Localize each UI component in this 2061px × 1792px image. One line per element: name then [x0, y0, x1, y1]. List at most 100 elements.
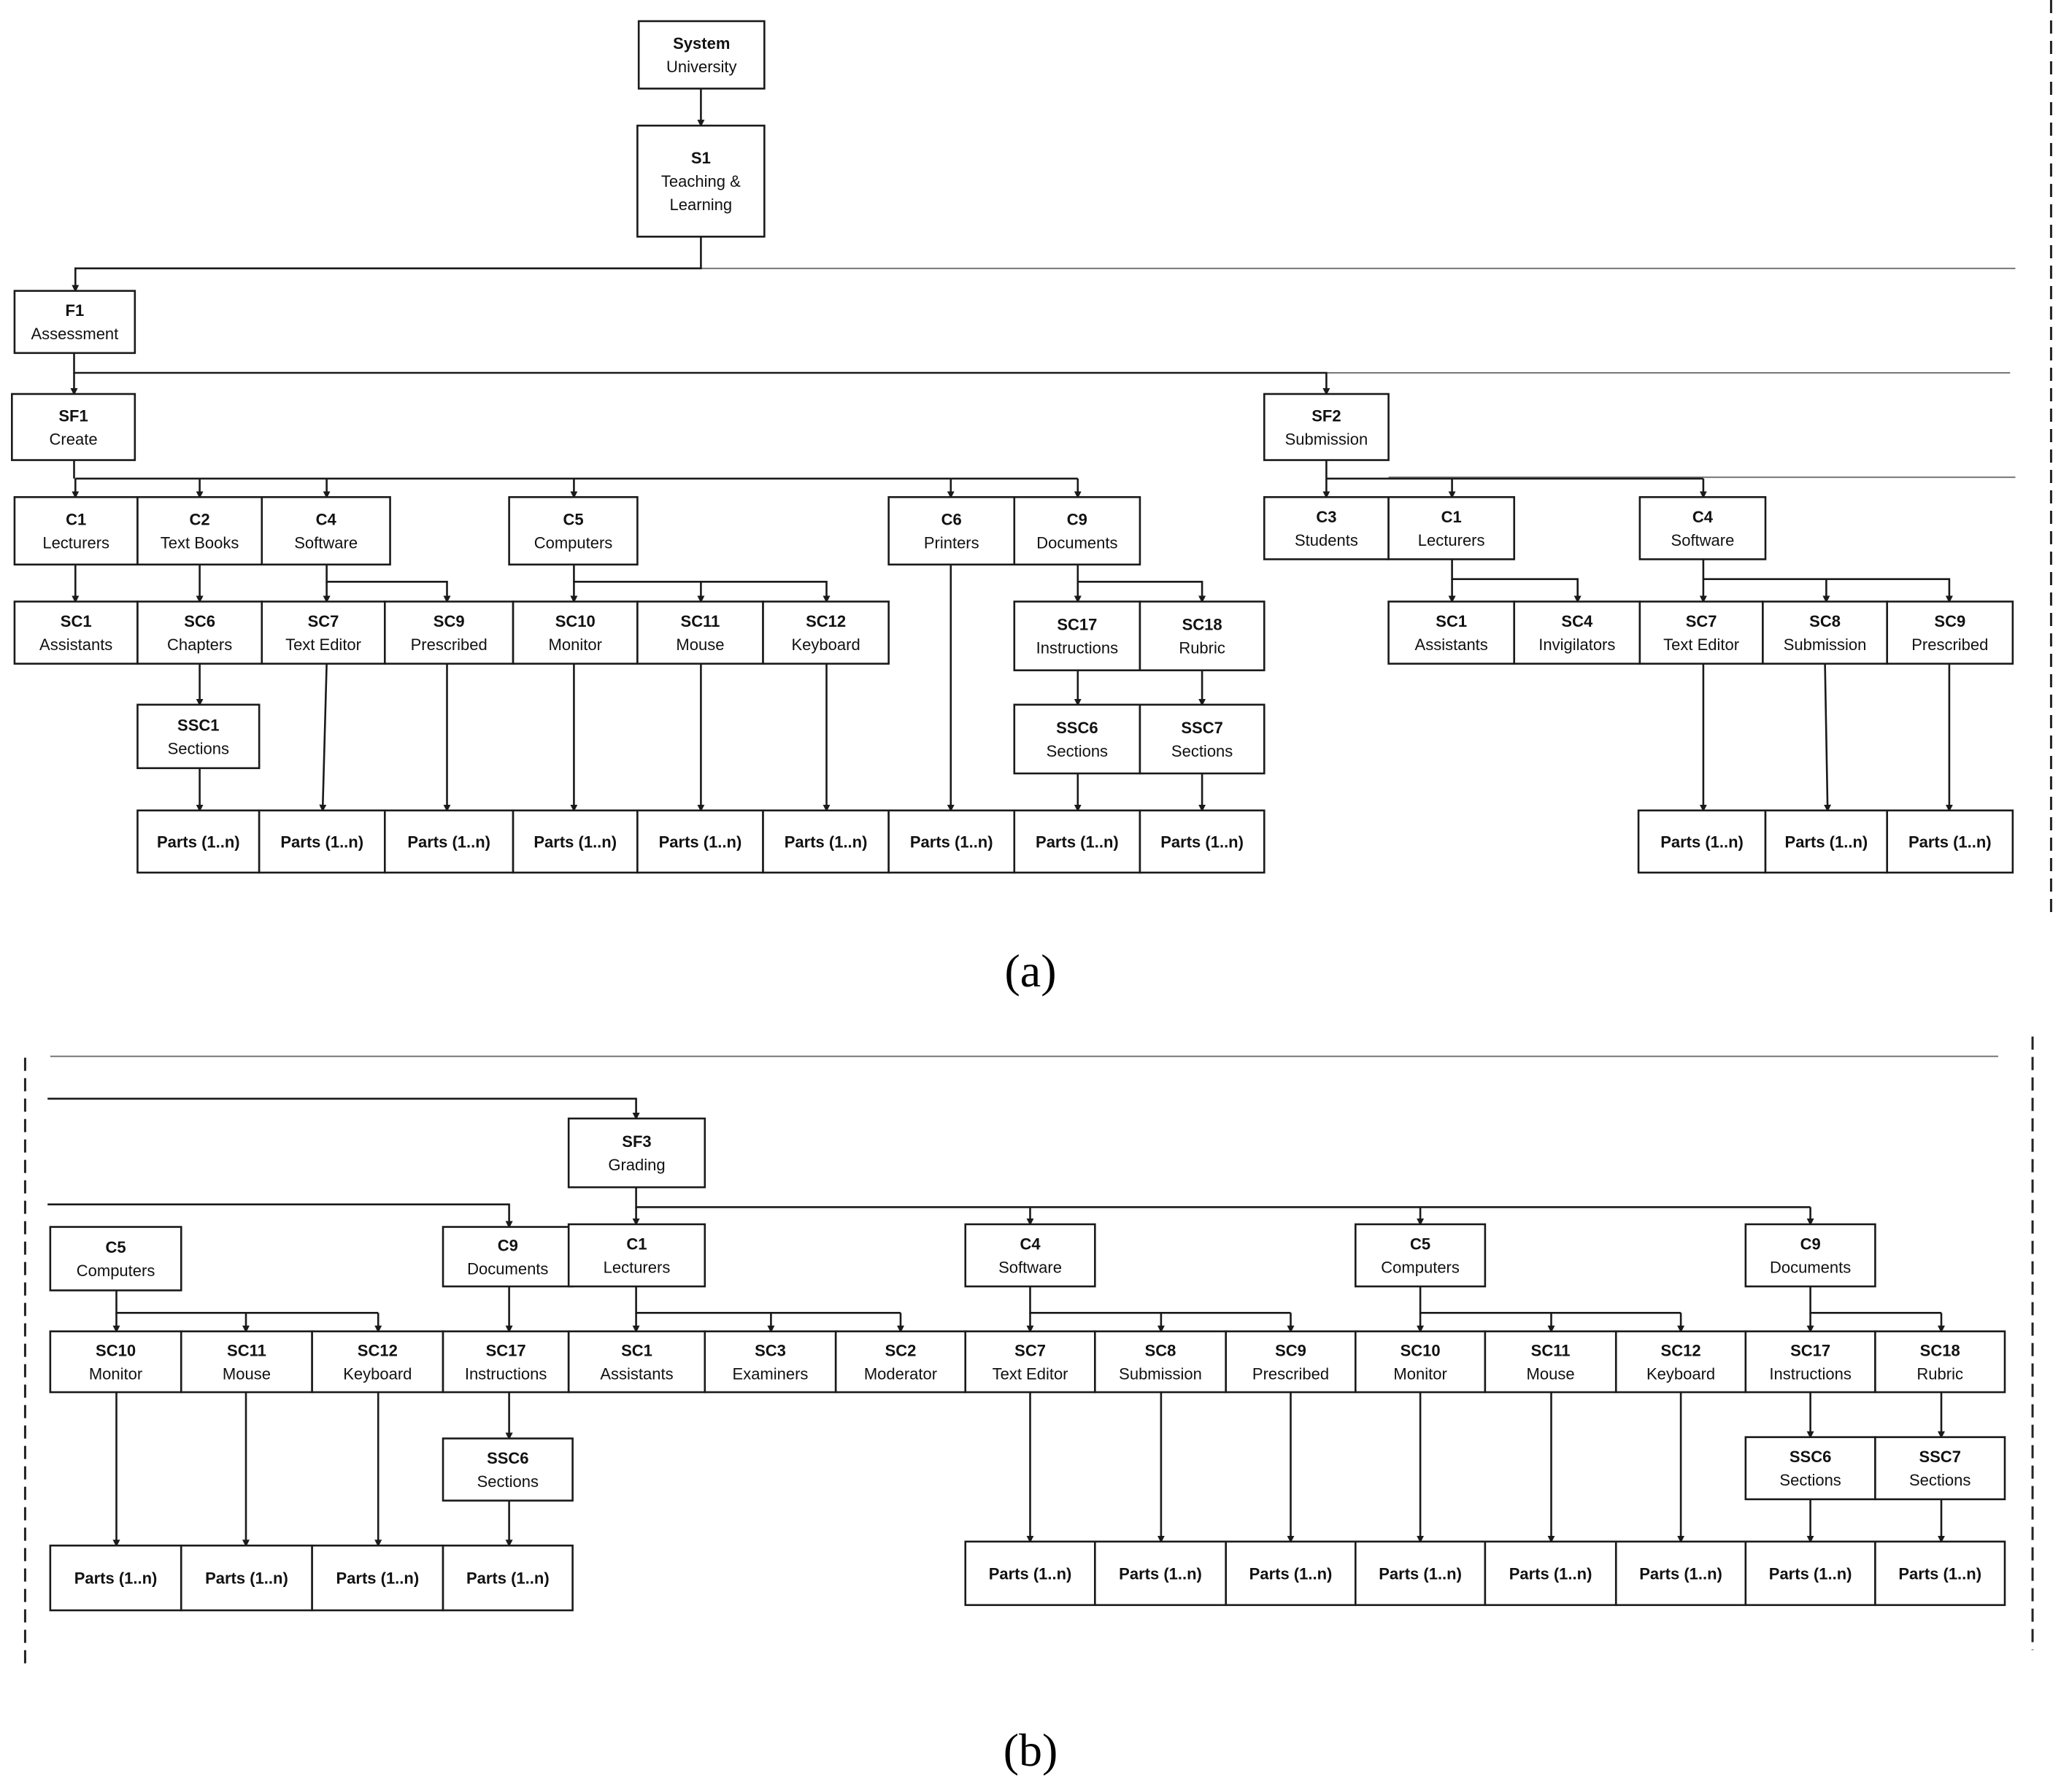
node-name: Mouse: [1527, 1364, 1575, 1383]
node-name: Prescribed: [1911, 636, 1988, 654]
node-code: SC2: [885, 1341, 917, 1359]
node-name: Keyboard: [792, 636, 860, 654]
node-code: SC12: [358, 1341, 398, 1359]
node-box: [1614, 1540, 1747, 1607]
node-code: C4: [1692, 508, 1714, 526]
node-name: Printers: [924, 534, 979, 552]
node-name: Instructions: [1769, 1364, 1852, 1383]
node-code: System: [673, 34, 730, 53]
parts-label: Parts (1..n): [1769, 1564, 1852, 1583]
node-box: [512, 600, 639, 665]
node-name: Sections: [168, 739, 229, 757]
node-box: [13, 496, 139, 566]
node-box: [258, 809, 386, 874]
panel-b-label: (b): [1003, 1724, 1058, 1776]
node-name: Assessment: [31, 325, 118, 343]
node-box: [311, 1330, 444, 1394]
node-box: [1013, 496, 1141, 566]
node-box: [964, 1223, 1096, 1288]
node-box: [762, 600, 890, 665]
node-name: Grading: [608, 1156, 665, 1174]
node-box: [636, 124, 766, 238]
node-code: C5: [1410, 1235, 1430, 1253]
node-box: [1355, 1540, 1487, 1607]
node-box: [1744, 1223, 1876, 1288]
node-name: Students: [1295, 531, 1358, 549]
parts-label: Parts (1..n): [280, 833, 363, 851]
node-code: S1: [691, 149, 711, 167]
node-box: [1263, 496, 1390, 560]
node-code: C6: [941, 511, 962, 529]
node-code: SC17: [1057, 616, 1097, 634]
panel-a-node-parts-1-n: Parts (1..n): [136, 809, 261, 874]
panel-b-node-parts-1-n: Parts (1..n): [1744, 1540, 1876, 1607]
node-name: Submission: [1285, 430, 1368, 448]
node-name: Invigilators: [1538, 636, 1615, 654]
node-box: [1139, 703, 1266, 775]
node-name: Moderator: [864, 1364, 937, 1383]
node-box: [49, 1330, 182, 1394]
node-name: Assistants: [600, 1364, 673, 1383]
node-box: [834, 1330, 967, 1394]
node-code: SC7: [1686, 612, 1717, 630]
node-box: [887, 496, 1016, 566]
node-box: [136, 600, 263, 665]
parts-label: Parts (1..n): [1785, 833, 1868, 851]
node-box: [1886, 809, 2014, 874]
panel-b-node-parts-1-n: Parts (1..n): [1484, 1540, 1617, 1607]
node-name: Text Editor: [1663, 636, 1739, 654]
node-box: [1744, 1436, 1876, 1501]
node-name: Monitor: [549, 636, 602, 654]
node-box: [567, 1330, 706, 1394]
node-box: [1484, 1540, 1617, 1607]
node-name: Sections: [1047, 742, 1108, 760]
node-name-line2: Learning: [670, 196, 733, 214]
node-code: C1: [66, 511, 86, 529]
node-code: SC4: [1561, 612, 1593, 630]
connector: [1824, 663, 1832, 812]
node-box: [636, 600, 764, 665]
node-code: C5: [105, 1238, 126, 1256]
node-code: SC10: [1401, 1341, 1441, 1359]
node-code: SF2: [1311, 406, 1341, 425]
guide-lines: [23, 0, 2052, 1669]
node-code: SC3: [755, 1341, 786, 1359]
node-code: SSC6: [487, 1449, 528, 1467]
node-name: Text Books: [161, 534, 239, 552]
panel-b-node-parts-1-n: Parts (1..n): [49, 1544, 182, 1612]
parts-label: Parts (1..n): [74, 1569, 158, 1588]
node-box: [383, 809, 515, 874]
node-box: [1638, 496, 1767, 560]
node-box: [1355, 1330, 1487, 1394]
node-box: [1744, 1330, 1876, 1394]
node-box: [261, 600, 386, 665]
node-name: Chapters: [167, 636, 232, 654]
node-code: SC18: [1182, 616, 1222, 634]
node-code: SSC7: [1181, 719, 1222, 737]
node-box: [1762, 600, 1889, 665]
node-box: [1139, 600, 1266, 671]
node-box: [383, 600, 515, 665]
parts-label: Parts (1..n): [1509, 1564, 1592, 1583]
node-box: [13, 290, 136, 355]
node-code: SSC6: [1056, 719, 1098, 737]
node-name: Rubric: [1916, 1364, 1963, 1383]
connector: [47, 1097, 640, 1120]
